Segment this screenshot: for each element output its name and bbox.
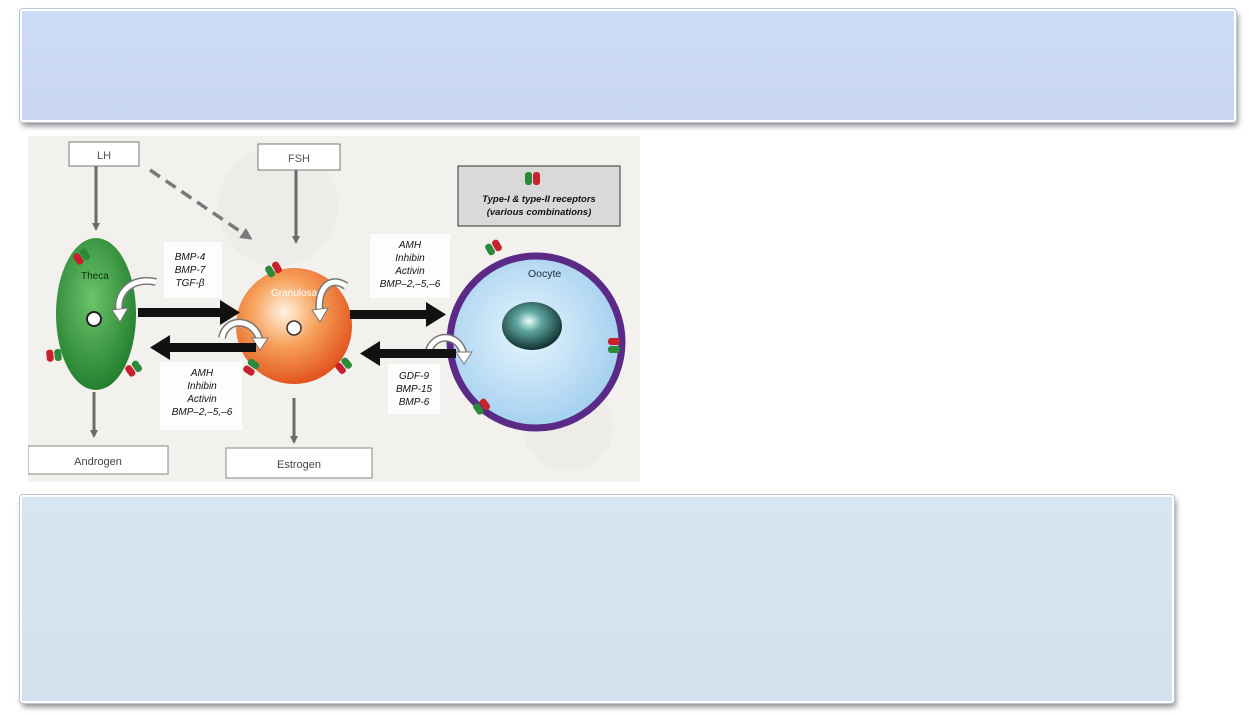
receptor-legend: Type-I & type-II receptors (various comb… xyxy=(457,165,621,227)
signals-theca-to-granulosa: BMP-4 BMP-7 TGF-β xyxy=(164,242,222,298)
receptor-icon xyxy=(243,358,260,376)
signal-label: BMP–2,–5,–6 xyxy=(380,279,441,290)
oocyte-nucleus xyxy=(502,302,562,350)
receptor-icons xyxy=(46,239,620,415)
granulosa-to-theca-arrow xyxy=(150,335,256,360)
receptor-icon xyxy=(125,360,142,377)
receptor-icon xyxy=(335,357,352,374)
fsh-box: FSH xyxy=(257,143,341,171)
oocyte-to-granulosa-arrow xyxy=(360,341,456,366)
granulosa-label: Granulosa xyxy=(271,288,318,299)
signals-oocyte-to-granulosa: GDF-9 BMP-15 BMP-6 xyxy=(388,364,440,414)
androgen-box: Androgen xyxy=(28,445,169,475)
granulosa-to-oocyte-arrow xyxy=(350,302,446,327)
signal-label: Inhibin xyxy=(187,381,217,392)
legend-line-2: (various combinations) xyxy=(487,207,592,218)
fsh-label: FSH xyxy=(288,153,310,165)
receptor-icon xyxy=(485,239,502,256)
signal-label: BMP–2,–5,–6 xyxy=(172,407,233,418)
estrogen-box: Estrogen xyxy=(225,447,373,479)
receptor-legend-icon xyxy=(525,172,540,185)
signal-label: BMP-6 xyxy=(399,397,430,408)
signal-label: Activin xyxy=(394,266,425,277)
receptor-icon xyxy=(473,398,490,415)
signal-label: TGF-β xyxy=(175,278,204,289)
theca-nucleus xyxy=(86,311,102,327)
theca-label: Theca xyxy=(81,271,109,282)
signals-granulosa-to-oocyte: AMH Inhibin Activin BMP–2,–5,–6 xyxy=(370,234,450,298)
lh-box: LH xyxy=(68,141,140,167)
content-panel xyxy=(20,495,1174,703)
receptor-icon xyxy=(265,261,282,278)
lh-to-granulosa-dashed-arrow xyxy=(149,168,253,240)
title-panel xyxy=(20,9,1236,122)
signal-label: GDF-9 xyxy=(399,371,429,382)
signals-granulosa-to-theca: AMH Inhibin Activin BMP–2,–5,–6 xyxy=(160,362,242,430)
theca-cell: Theca xyxy=(56,238,136,390)
receptor-icon xyxy=(46,348,62,362)
signal-label: AMH xyxy=(398,240,422,251)
signal-label: Inhibin xyxy=(395,253,425,264)
signal-label: BMP-7 xyxy=(175,265,206,276)
signal-label: Activin xyxy=(186,394,217,405)
follicle-signaling-diagram: LH FSH Type-I & type-II receptors (vario… xyxy=(28,136,640,482)
signal-label: BMP-15 xyxy=(396,384,433,395)
receptor-icon xyxy=(608,338,620,353)
oocyte-cell: Oocyte xyxy=(446,252,626,432)
granulosa-nucleus xyxy=(286,320,302,336)
legend-line-1: Type-I & type-II receptors xyxy=(482,194,596,205)
theca-to-granulosa-arrow xyxy=(138,300,240,325)
estrogen-label: Estrogen xyxy=(277,459,321,471)
androgen-label: Androgen xyxy=(74,456,122,468)
oocyte-label: Oocyte xyxy=(528,268,561,280)
signal-label: BMP-4 xyxy=(175,252,206,263)
lh-label: LH xyxy=(97,150,111,162)
receptor-icon xyxy=(73,248,90,265)
signal-label: AMH xyxy=(190,368,214,379)
